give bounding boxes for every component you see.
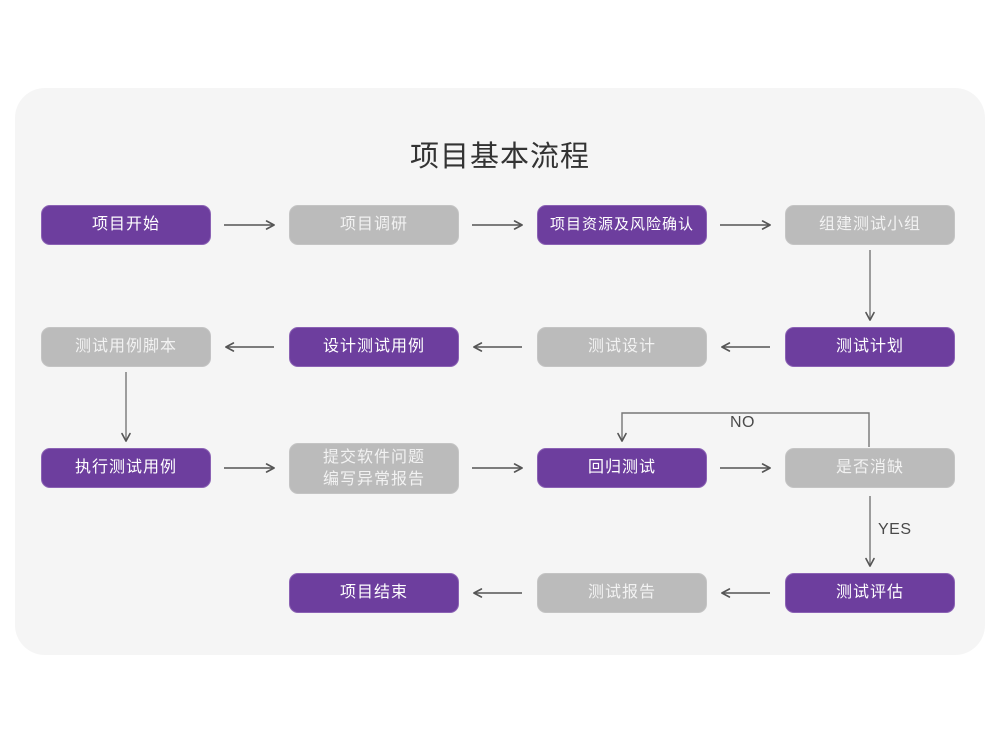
node-resource-risk-confirm[interactable]: 项目资源及风险确认: [537, 205, 707, 245]
edge-label-yes: YES: [878, 521, 912, 538]
node-project-start[interactable]: 项目开始: [41, 205, 211, 245]
flowchart-card: [15, 88, 985, 655]
page-title: 项目基本流程: [409, 141, 590, 173]
node-test-report[interactable]: 测试报告: [537, 573, 707, 613]
node-execute-test-case[interactable]: 执行测试用例: [41, 448, 211, 488]
node-design-test-case[interactable]: 设计测试用例: [289, 327, 459, 367]
node-test-design[interactable]: 测试设计: [537, 327, 707, 367]
node-regression-test[interactable]: 回归测试: [537, 448, 707, 488]
node-defect-cleared-decision[interactable]: 是否消缺: [785, 448, 955, 488]
node-test-case-script[interactable]: 测试用例脚本: [41, 327, 211, 367]
node-test-plan[interactable]: 测试计划: [785, 327, 955, 367]
edge-label-no: NO: [730, 414, 755, 431]
node-project-research[interactable]: 项目调研: [289, 205, 459, 245]
node-project-end[interactable]: 项目结束: [289, 573, 459, 613]
node-submit-issue-report[interactable]: 提交软件问题 编写异常报告: [289, 443, 459, 494]
node-build-test-team[interactable]: 组建测试小组: [785, 205, 955, 245]
node-test-evaluation[interactable]: 测试评估: [785, 573, 955, 613]
